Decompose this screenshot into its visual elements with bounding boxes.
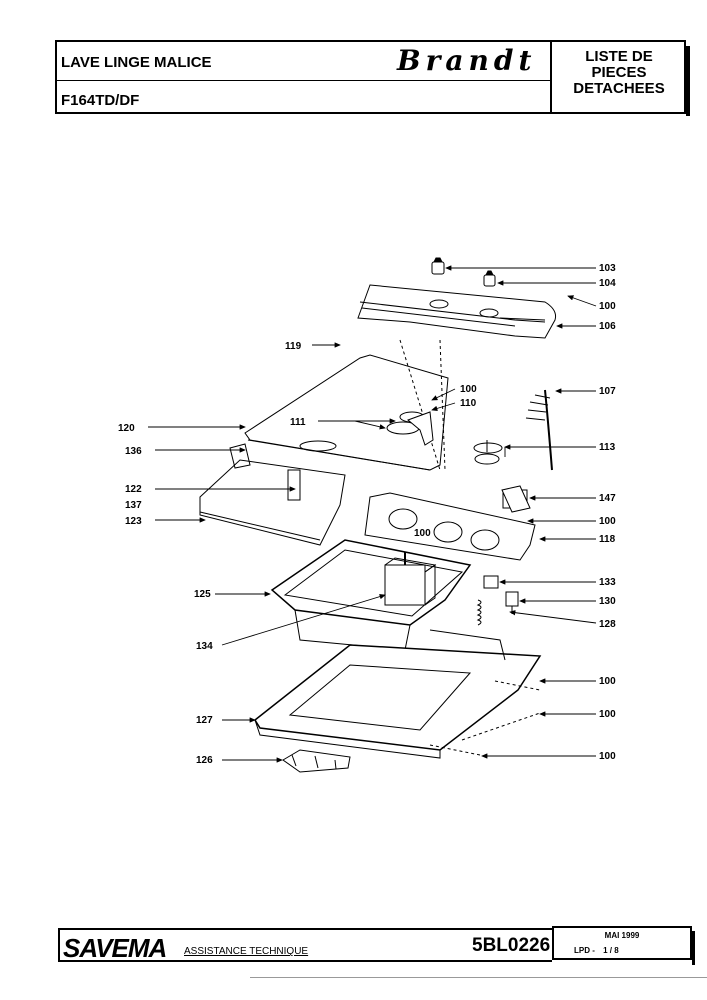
part-label-113: 113	[599, 442, 616, 453]
part-label-130: 130	[599, 596, 616, 607]
part-label-133: 133	[599, 577, 616, 588]
part-label-100: 100	[599, 709, 616, 720]
part-label-100: 100	[599, 516, 616, 527]
doc-type-box: LISTE DE PIECES DETACHEES	[550, 42, 690, 116]
part-label-126: 126	[196, 755, 213, 766]
part-label-111: 111	[290, 417, 306, 428]
part-label-106: 106	[599, 321, 616, 332]
part-label-103: 103	[599, 263, 616, 274]
part-label-119: 119	[285, 341, 302, 352]
hinge-126	[282, 749, 351, 773]
part-label-100: 100	[414, 528, 431, 539]
part-label-107: 107	[599, 386, 616, 397]
model-number: F164TD/DF	[61, 92, 140, 109]
knob-104	[483, 270, 496, 287]
box-shadow	[686, 46, 690, 116]
header-divider	[57, 80, 550, 81]
part-label-128: 128	[599, 619, 616, 630]
part-label-100: 100	[599, 301, 616, 312]
date-page-box: MAI 1999 LPD - 1 / 8	[552, 926, 695, 965]
product-line: LAVE LINGE MALICE	[61, 54, 212, 71]
department-label: ASSISTANCE TECHNIQUE	[184, 946, 309, 957]
header-block: LAVE LINGE MALICE F164TD/DF Brandt LISTE…	[55, 40, 690, 116]
spring-128	[476, 599, 482, 626]
issue-date: MAI 1999	[604, 931, 640, 940]
valve-130	[505, 591, 519, 614]
part-label-127: 127	[196, 715, 213, 726]
bracket-133	[483, 575, 499, 589]
part-label-147: 147	[599, 493, 616, 504]
part-label-118: 118	[599, 534, 616, 545]
part-label-122: 122	[125, 484, 142, 495]
part-label-104: 104	[599, 278, 616, 289]
page-indicator: LPD - 1 / 8	[574, 946, 619, 955]
company-logo: SAVEMA	[63, 933, 167, 963]
document-reference: 5BL0226	[472, 935, 551, 956]
brand-logo: Brandt	[397, 44, 537, 77]
control-panel-cover	[357, 284, 556, 339]
box-shadow	[692, 931, 695, 965]
part-label-134: 134	[196, 641, 213, 652]
page-number: 1 / 8	[603, 946, 619, 955]
part-label-110: 110	[460, 398, 477, 409]
page-label: LPD -	[574, 946, 595, 955]
part-label-100: 100	[599, 751, 616, 762]
wiring-harness	[525, 389, 553, 471]
detergent-tray	[199, 443, 346, 546]
footer-block: SAVEMA ASSISTANCE TECHNIQUE 5BL0226	[58, 928, 552, 963]
top-lid	[244, 339, 449, 471]
pulley-113	[473, 440, 503, 465]
part-label-123: 123	[125, 516, 142, 527]
doc-type-line-3: DETACHEES	[573, 80, 665, 97]
part-label-136: 136	[125, 446, 142, 457]
knob-103	[431, 257, 445, 275]
doc-type-line-1: LISTE DE	[585, 48, 653, 65]
part-label-125: 125	[194, 589, 211, 600]
latch-147	[501, 485, 531, 513]
base-frame	[254, 629, 542, 759]
motor	[384, 552, 437, 606]
part-label-100: 100	[460, 384, 477, 395]
part-label-100: 100	[599, 676, 616, 687]
doc-type-line-2: PIECES	[591, 64, 647, 81]
part-label-120: 120	[118, 423, 135, 434]
scan-edge-line	[250, 977, 707, 978]
part-label-137: 137	[125, 500, 142, 511]
pulley-111	[386, 411, 434, 446]
tub	[270, 539, 472, 651]
